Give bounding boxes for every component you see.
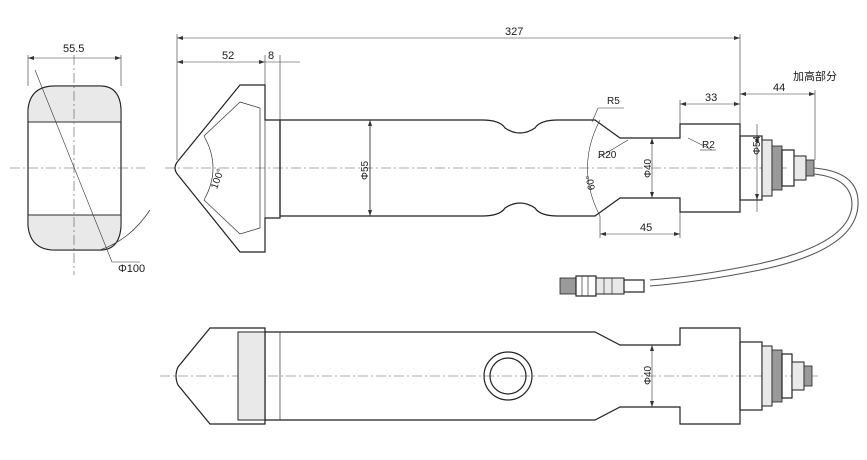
main-view: 100° 327 [165, 26, 859, 297]
radius-large-label: R20 [598, 150, 617, 161]
neck-length-label: 45 [640, 222, 652, 234]
side-view: 55.5 Φ100 [10, 43, 151, 275]
neck-angle-label: 60° [585, 174, 598, 191]
front-arc-label: Φ100 [118, 263, 145, 275]
bottom-neck-diameter-label: Φ40 [643, 365, 654, 385]
end-diameter-label: Φ54 [752, 135, 763, 155]
radius-small-label: R5 [607, 96, 620, 107]
overall-length-label: 327 [505, 26, 523, 38]
end-cap-length-label: 33 [705, 92, 717, 104]
head-angle-label: 100° [209, 167, 226, 190]
extension-label: 加高部分 [793, 69, 837, 83]
head-length-label: 52 [222, 50, 234, 62]
extension-length-label: 44 [773, 82, 785, 94]
cable-connector [559, 275, 645, 297]
front-width-label: 55.5 [63, 43, 84, 55]
flange-thickness-label: 8 [268, 50, 274, 62]
bottom-view: Φ40 [160, 327, 820, 425]
radius-corner-label: R2 [702, 140, 715, 151]
body-diameter-label: Φ55 [360, 160, 371, 180]
neck-diameter-label: Φ40 [643, 158, 654, 178]
